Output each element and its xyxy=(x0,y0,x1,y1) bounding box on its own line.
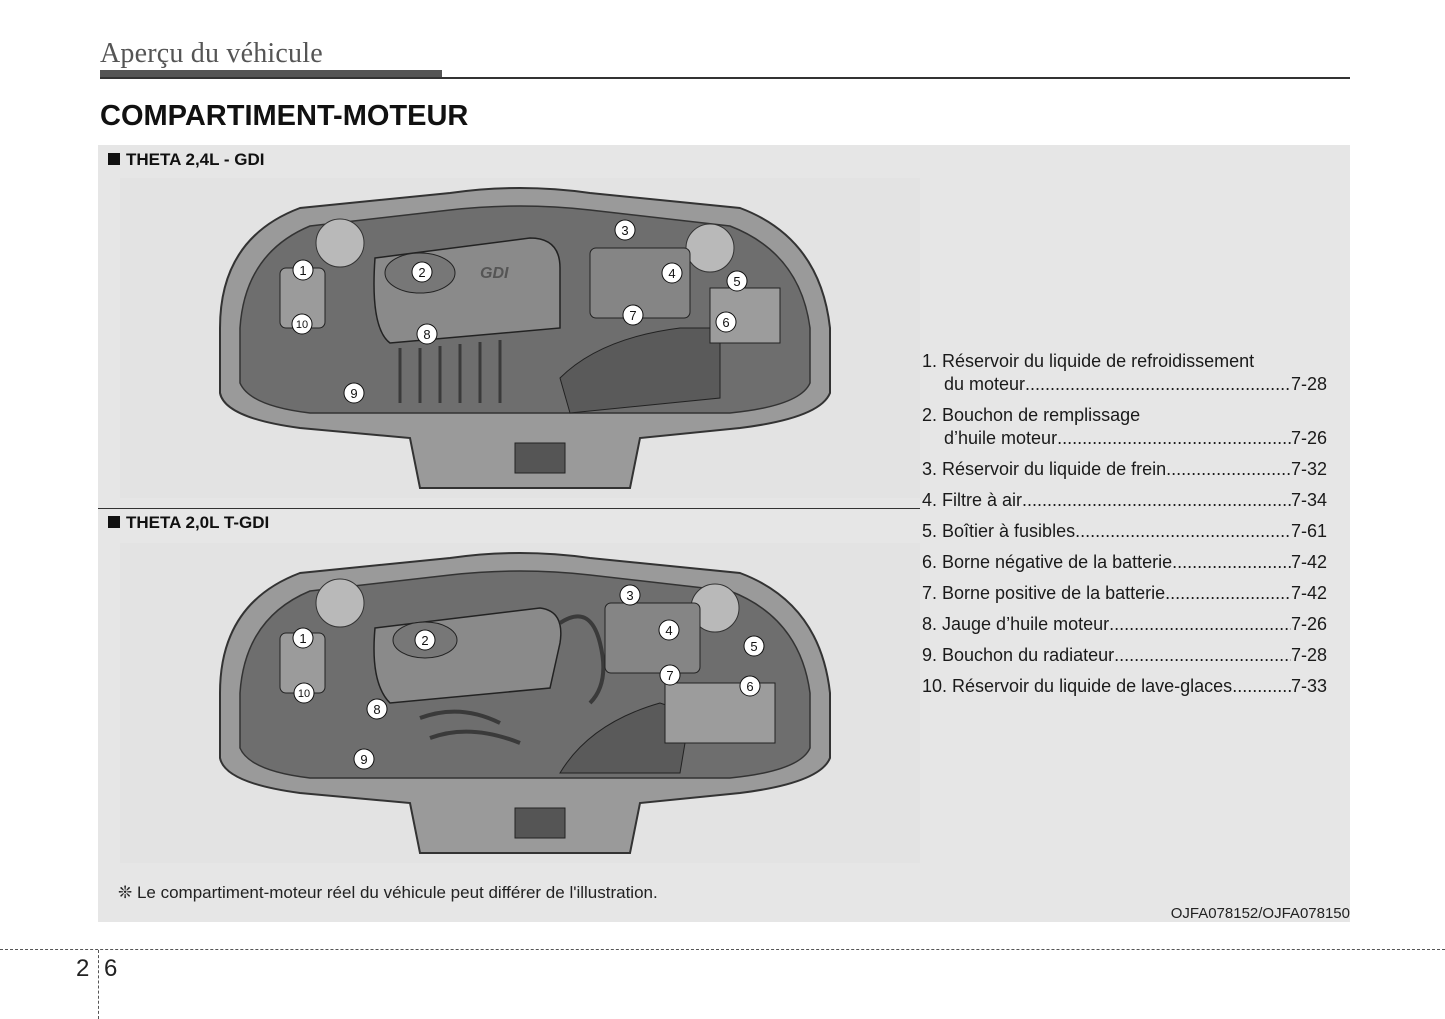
legend-item: 7. Borne positive de la batterie7-42 xyxy=(922,582,1327,605)
callout-5: 5 xyxy=(726,270,748,292)
svg-text:8: 8 xyxy=(423,327,430,342)
callout-6: 6 xyxy=(715,311,737,333)
svg-text:3: 3 xyxy=(626,588,633,603)
legend-item: 8. Jauge d’huile moteur7-26 xyxy=(922,613,1327,636)
callout-8: 8 xyxy=(416,323,438,345)
engine-label-theta-24: THETA 2,4L - GDI xyxy=(108,150,265,170)
svg-text:4: 4 xyxy=(668,266,675,281)
engine-bay-illustration-theta-24: GDI 1 2 3 4 5 6 7 8 9 10 xyxy=(120,178,920,498)
figure-code: OJFA078152/OJFA078150 xyxy=(1170,905,1350,922)
legend-item: 6. Borne négative de la batterie7-42 xyxy=(922,551,1327,574)
page-number: 6 xyxy=(104,955,118,982)
svg-text:6: 6 xyxy=(722,315,729,330)
legend-item: 4. Filtre à air7-34 xyxy=(922,489,1327,512)
gdi-badge-text: GDI xyxy=(480,265,509,282)
svg-text:10: 10 xyxy=(296,319,308,331)
legend-item: 3. Réservoir du liquide de frein7-32 xyxy=(922,458,1327,481)
callout-8: 8 xyxy=(366,698,388,720)
callout-9: 9 xyxy=(353,748,375,770)
svg-text:2: 2 xyxy=(418,265,425,280)
callout-7: 7 xyxy=(659,664,681,686)
callout-7: 7 xyxy=(622,304,644,326)
component-legend: 1. Réservoir du liquide de refroidisseme… xyxy=(922,350,1327,706)
callout-9: 9 xyxy=(343,382,365,404)
square-bullet-icon xyxy=(108,516,120,528)
callout-1: 1 xyxy=(292,259,314,281)
engine-bay-illustration-theta-20: 1 2 3 4 5 6 7 8 9 10 xyxy=(120,543,920,863)
svg-text:5: 5 xyxy=(750,639,757,654)
page-footer-separator xyxy=(98,950,99,1019)
svg-text:1: 1 xyxy=(299,263,306,278)
svg-text:7: 7 xyxy=(666,668,673,683)
legend-item: 2. Bouchon de remplissage d’huile moteur… xyxy=(922,404,1327,450)
svg-text:3: 3 xyxy=(621,223,628,238)
legend-item: 1. Réservoir du liquide de refroidisseme… xyxy=(922,350,1327,396)
header-rule xyxy=(100,77,1350,79)
svg-text:9: 9 xyxy=(350,386,357,401)
page-chapter-number: 2 xyxy=(76,955,90,982)
callout-2: 2 xyxy=(414,629,436,651)
callout-4: 4 xyxy=(661,262,683,284)
callout-10: 10 xyxy=(293,682,315,704)
illustration-note: ❊ Le compartiment-moteur réel du véhicul… xyxy=(118,883,658,902)
chapter-header-title: Aperçu du véhicule xyxy=(100,38,323,69)
svg-text:4: 4 xyxy=(665,623,672,638)
callout-3: 3 xyxy=(614,219,636,241)
callout-10: 10 xyxy=(291,313,313,335)
square-bullet-icon xyxy=(108,153,120,165)
callout-3: 3 xyxy=(619,584,641,606)
svg-text:9: 9 xyxy=(360,752,367,767)
header-accent-bar xyxy=(100,70,442,78)
legend-item: 9. Bouchon du radiateur7-28 xyxy=(922,644,1327,667)
svg-text:10: 10 xyxy=(298,688,310,700)
svg-text:2: 2 xyxy=(421,633,428,648)
section-title: COMPARTIMENT-MOTEUR xyxy=(100,100,469,132)
svg-text:7: 7 xyxy=(629,308,636,323)
callout-1: 1 xyxy=(292,627,314,649)
callout-6: 6 xyxy=(739,675,761,697)
legend-item: 10. Réservoir du liquide de lave-glaces7… xyxy=(922,675,1327,698)
callout-4: 4 xyxy=(658,619,680,641)
page-footer-rule xyxy=(0,949,1445,950)
legend-item: 5. Boîtier à fusibles7-61 xyxy=(922,520,1327,543)
svg-text:6: 6 xyxy=(746,679,753,694)
callout-5: 5 xyxy=(743,635,765,657)
svg-text:1: 1 xyxy=(299,631,306,646)
svg-text:8: 8 xyxy=(373,702,380,717)
engine-divider xyxy=(98,508,920,509)
svg-text:5: 5 xyxy=(733,274,740,289)
callout-2: 2 xyxy=(411,261,433,283)
engine-label-theta-20: THETA 2,0L T-GDI xyxy=(108,513,269,533)
